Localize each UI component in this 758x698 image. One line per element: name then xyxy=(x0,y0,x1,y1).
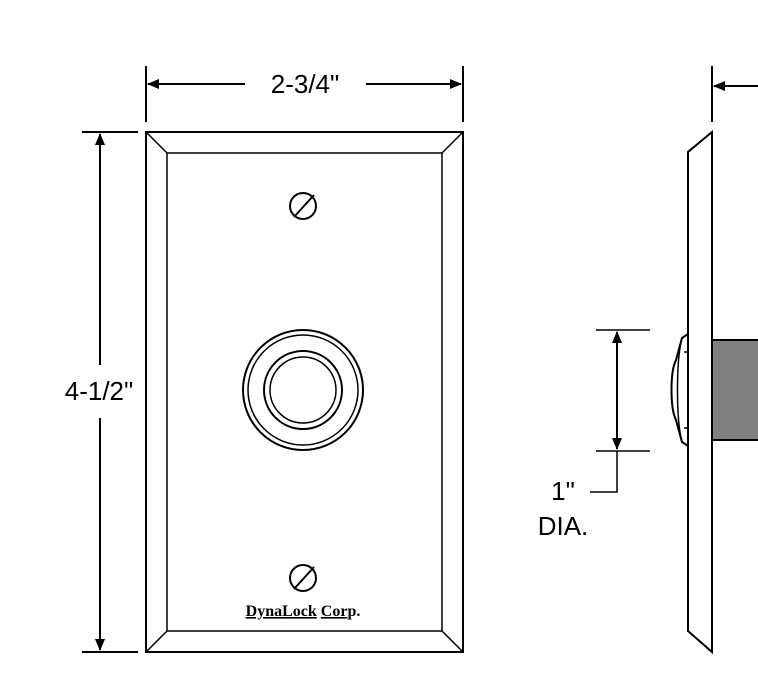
side-button-dome-inner xyxy=(676,337,683,443)
bevel-corner-tl xyxy=(145,131,168,154)
brand-label: DynaLock Corp. xyxy=(246,603,361,620)
bevel-corner-tr xyxy=(441,131,464,154)
button-bezel-inner xyxy=(247,334,359,446)
plate-inner-bevel xyxy=(166,152,443,632)
bottom-screw-icon xyxy=(289,564,317,592)
button-diameter-dimension xyxy=(590,329,650,493)
dia-leader xyxy=(590,451,618,493)
top-screw-icon xyxy=(289,192,317,220)
width-label: 2-3/4" xyxy=(271,69,340,99)
bevel-corner-br xyxy=(441,630,464,653)
button-dia-label-line1: 1" xyxy=(551,476,575,506)
height-dimension xyxy=(82,131,138,653)
button-dia-label-line2: DIA. xyxy=(538,511,589,541)
front-view xyxy=(145,131,464,653)
side-button-dome xyxy=(670,333,689,447)
button-bezel-outer xyxy=(242,329,364,451)
side-view xyxy=(670,66,758,655)
switch-housing xyxy=(711,339,758,441)
width-dimension xyxy=(145,66,464,122)
bevel-corner-bl xyxy=(145,630,168,653)
button-cap-inner xyxy=(269,356,337,424)
button-cap-outer xyxy=(263,350,343,430)
push-button xyxy=(242,329,364,451)
side-plate-profile xyxy=(687,129,713,655)
height-label: 4-1/2" xyxy=(65,376,134,406)
plate-outer-edge xyxy=(145,131,464,653)
